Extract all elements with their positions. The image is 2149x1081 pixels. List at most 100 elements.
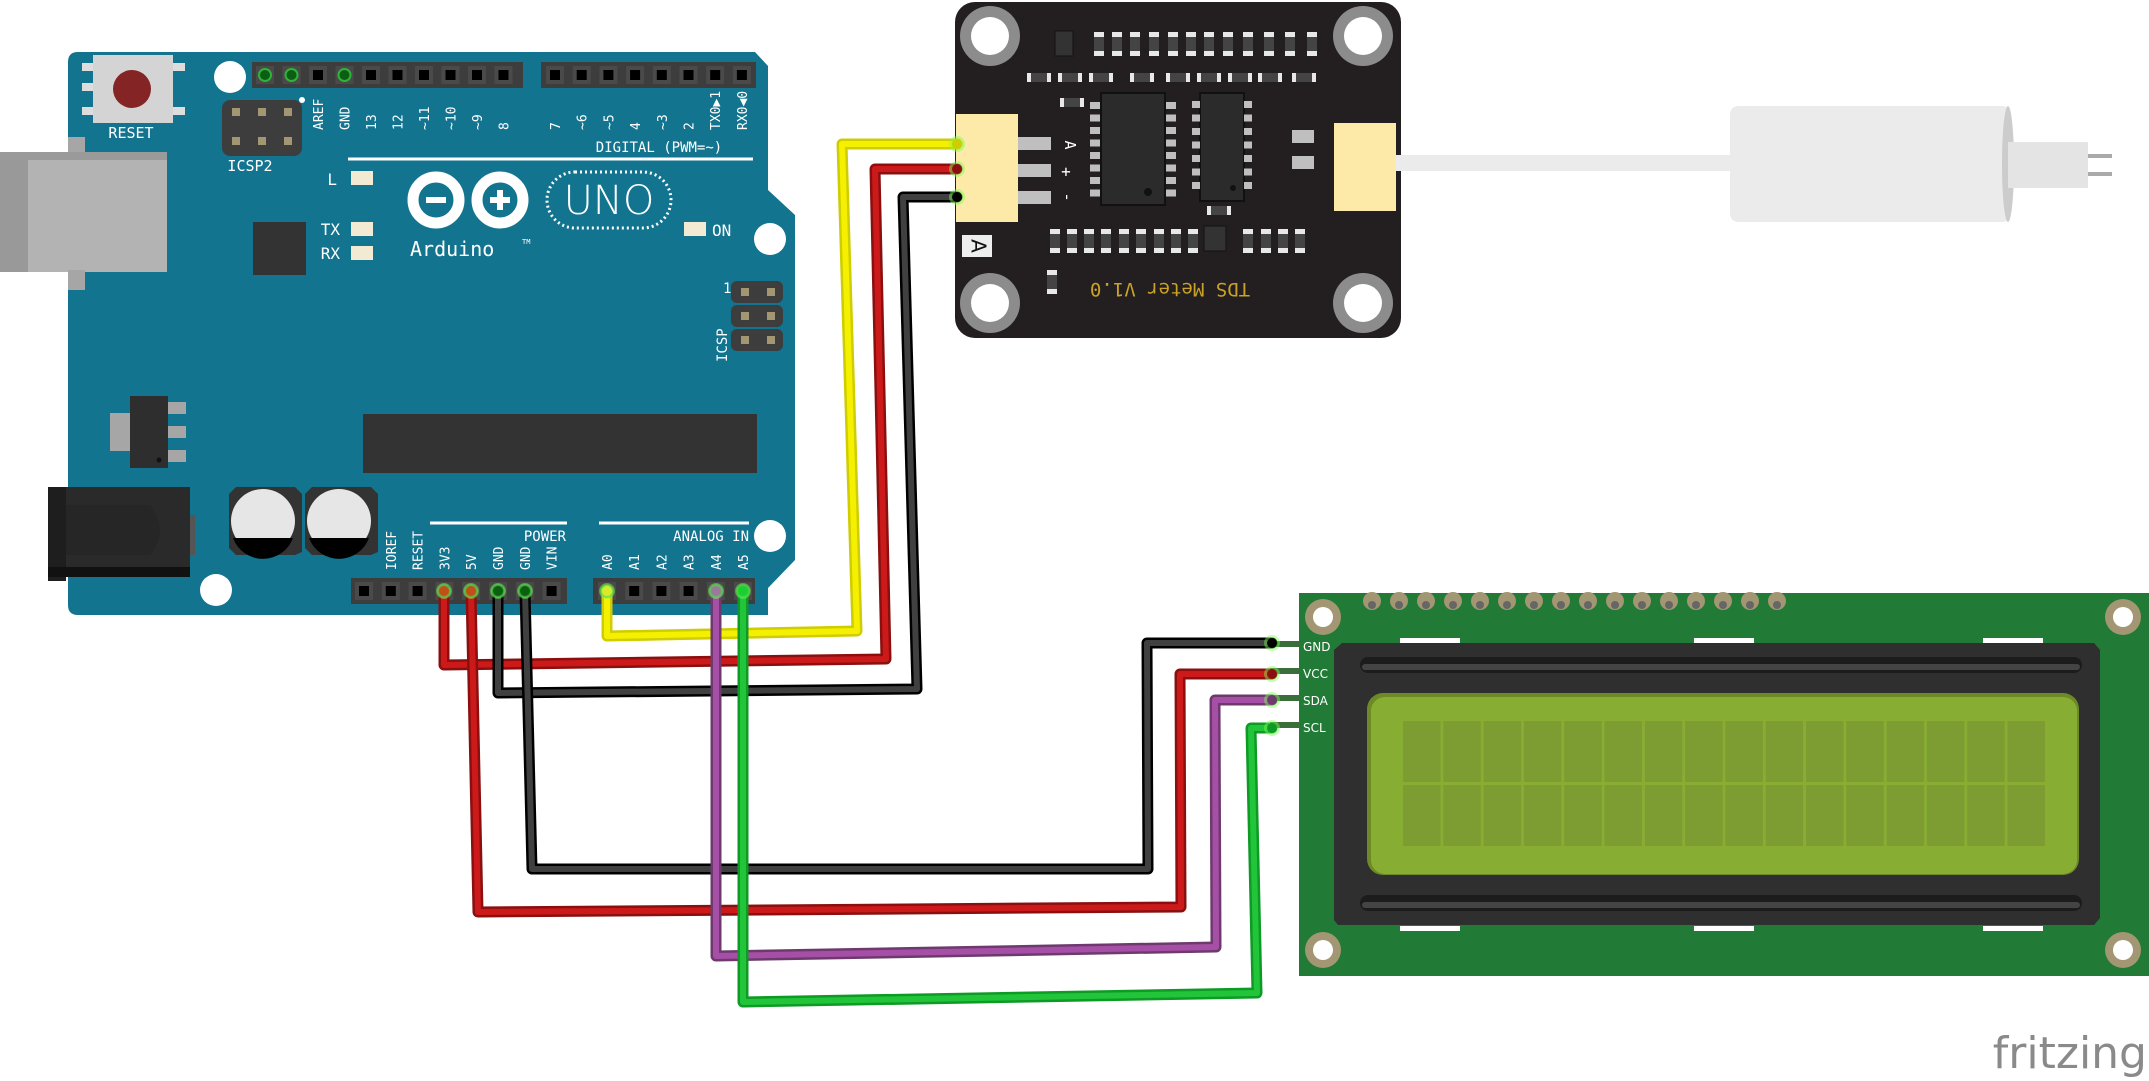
header-pad-hole [1368, 601, 1376, 609]
tds-meter-module[interactable]: A + - A TDS Meter V1.0 [955, 2, 1401, 338]
smd-pad [1149, 51, 1159, 56]
digital-pin-label: GND [339, 106, 354, 130]
lcd-1602-i2c-module[interactable]: GND VCC SDA SCL [1270, 592, 2149, 976]
digital-pin-label: RX0◀0 [736, 91, 751, 130]
analog-pin-label: A4 [710, 554, 725, 570]
connector-pin [1292, 156, 1314, 169]
led-tx [351, 222, 373, 236]
lcd-character-cell [1403, 785, 1441, 846]
ic-pin [1166, 152, 1176, 159]
wire-endpoint[interactable] [952, 164, 962, 174]
probe-cable [1396, 155, 1731, 171]
smd-pad [1101, 248, 1111, 253]
icsp-label: ICSP [715, 328, 731, 362]
pin-connected-indicator [437, 584, 451, 598]
wire-a4-to-lcd-sda[interactable] [713, 588, 1275, 959]
mounting-hole [2105, 599, 2141, 635]
smd-pad [1101, 229, 1111, 234]
header-pad-hole [1395, 601, 1403, 609]
smd-resistor [1307, 32, 1317, 56]
lcd-pin-stub [1270, 668, 1300, 674]
smd-pad [1285, 32, 1295, 37]
lcd-character-cell [1523, 721, 1562, 782]
mounting-hole [214, 61, 246, 93]
wire-endpoint[interactable] [1267, 669, 1277, 679]
smd-pad [1207, 206, 1211, 215]
wire-3v3-to-tds-vcc[interactable] [441, 166, 960, 668]
smd-pad [1050, 248, 1060, 253]
digital-pin-sockets [256, 66, 751, 84]
power-pin-label: RESET [412, 531, 427, 570]
smd-pad [1119, 248, 1129, 253]
ic-pin [1192, 128, 1200, 135]
smd-pad [1295, 248, 1305, 253]
tds-probe-connector[interactable] [1334, 123, 1396, 211]
smd-resistor [1228, 73, 1252, 82]
smd-pad [1168, 32, 1178, 37]
probe-electrode [2088, 172, 2112, 176]
silk-mark [1694, 926, 1754, 931]
silk-mark [1400, 926, 1460, 931]
power-header-label: POWER [524, 529, 567, 545]
wire-endpoint[interactable] [952, 139, 962, 149]
tds-probe[interactable] [1396, 106, 2112, 222]
smd-pad [1060, 98, 1064, 107]
tds-signal-connector[interactable] [956, 114, 1018, 222]
lcd-character-cell [1926, 785, 1965, 846]
wire-endpoint[interactable] [952, 192, 962, 202]
ic-pin [1090, 139, 1100, 147]
smd-resistor [1084, 229, 1094, 253]
lcd-character-cell [1564, 785, 1602, 846]
probe-electrode [2088, 154, 2112, 158]
connector-pin [1292, 130, 1314, 143]
tds-sot-chip [1203, 225, 1227, 252]
smd-pad [1188, 229, 1198, 234]
smd-resistor [1278, 229, 1288, 253]
pin-connected-indicator [709, 584, 723, 598]
wire-a0-to-tds-signal[interactable] [604, 141, 960, 639]
probe-body [1730, 106, 2010, 222]
reset-button[interactable] [82, 55, 185, 123]
wire-endpoint[interactable] [1267, 723, 1277, 733]
arduino-pcb [68, 52, 795, 615]
smd-resistor [1171, 229, 1181, 253]
digital-pin-label: ~3 [656, 114, 671, 130]
digital-pin-label: 8 [498, 122, 513, 130]
ic-pin [1192, 182, 1200, 189]
analog-header [593, 578, 755, 604]
smd-pad [1058, 73, 1062, 82]
lcd-character-cell [1806, 721, 1844, 782]
smd-resistor [1258, 73, 1282, 82]
wire-endpoint[interactable] [1267, 638, 1277, 648]
wire-gnd-to-lcd-gnd[interactable] [522, 588, 1275, 872]
smd-resistor [1119, 229, 1129, 253]
smd-resistor [1264, 32, 1274, 56]
smd-resistor [1223, 32, 1233, 56]
wire-endpoint[interactable] [1267, 695, 1277, 705]
ic-pin [1090, 127, 1100, 134]
smd-pad [1050, 229, 1060, 234]
mounting-hole [1333, 6, 1393, 66]
smd-pad [1136, 248, 1146, 253]
lcd-character-cell [1967, 721, 2005, 782]
analog-pin-label: A1 [628, 554, 643, 570]
pin-hole [412, 586, 423, 596]
digital-pin-label: 12 [392, 114, 407, 130]
header-pad-hole [1503, 601, 1511, 609]
wire-a5-to-lcd-scl[interactable] [740, 588, 1275, 1005]
lcd-header-pads [1363, 592, 1786, 610]
wire-gnd-to-tds-gnd[interactable] [495, 194, 960, 696]
smd-pad [1084, 248, 1094, 253]
smd-resistor [1197, 73, 1221, 82]
smd-resistor [1207, 206, 1231, 215]
lcd-character-cell [1725, 785, 1763, 846]
smd-pad [1109, 73, 1113, 82]
pin-hole [419, 70, 429, 80]
smd-resistor [1204, 32, 1214, 56]
ic-pin [1166, 189, 1176, 197]
wire-5v-to-lcd-vcc[interactable] [468, 588, 1275, 915]
arduino-logo-text: Arduino [410, 237, 494, 261]
tds-marker-label: A [967, 239, 991, 253]
digital-pin-label: ~5 [602, 114, 617, 130]
